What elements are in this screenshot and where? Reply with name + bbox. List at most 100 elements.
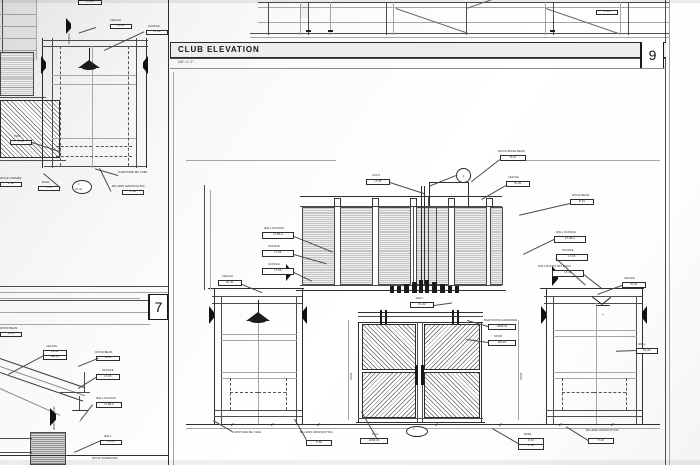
callout-wood-beam-edge: B-01 <box>0 332 22 337</box>
callout-barn-hw-label: BARN DOOR HARDWARE <box>484 319 518 322</box>
callout-barn-hw: HDW-01 <box>488 324 516 330</box>
drawing-scale: 3/8"=1'-0" <box>178 60 194 64</box>
vertical-note: SCONCE <box>68 33 71 44</box>
callout-code: DR-04 <box>498 340 506 344</box>
sconce-fixture <box>541 306 546 324</box>
pendant-shade <box>246 312 270 321</box>
callout-code: LT-08-A <box>565 237 575 241</box>
callout-wall-sconce3-label: WALL SCONCE <box>96 397 116 400</box>
callout-code: PL-01 <box>51 350 59 354</box>
paper-shadow-top <box>0 0 700 3</box>
callout-ridge-beam-label: WOOD RIDGE BEAM <box>498 150 525 153</box>
callout-wood-beam2-label: WOOD BEAM <box>95 351 113 354</box>
callout-pull: HDW-03 <box>360 438 388 444</box>
callout-wall-sconce-left: LT-08-A <box>262 232 294 239</box>
callout-code: B-01 <box>510 155 516 159</box>
callout-billiard-left-label: BILLIARD WAINSCOTING <box>300 431 333 434</box>
callout-code: P-01 <box>46 186 52 190</box>
callout-sconce-right: LT-06 <box>556 254 588 261</box>
callout-ceiling2-label: CEILING <box>46 345 58 348</box>
callout-code: P-02 <box>130 190 136 194</box>
detail-bubble-main: 1 <box>456 168 471 183</box>
pendant-stem <box>257 300 259 316</box>
callout-code: LT-06 <box>86 0 94 4</box>
callout-trim-label: TRIM <box>14 135 21 138</box>
callout-ceiling-left: PL-01 <box>218 280 242 286</box>
title-block-bar <box>170 42 666 58</box>
detail-number-left-value: 7 <box>154 299 163 315</box>
title-underline <box>170 58 666 59</box>
art-light-shade <box>596 305 610 315</box>
callout-sconce: LT-06 <box>146 30 168 35</box>
callout-wall-sconce3: LT-08-A <box>96 402 122 408</box>
callout-ridge-beam: B-01 <box>500 155 526 161</box>
callout-sconce-right-label: SCONCE <box>562 249 574 252</box>
sheet-divider-left-2 <box>0 292 168 293</box>
sheet-divider-left-3 <box>0 298 140 299</box>
callout-code: B-01 <box>8 332 14 336</box>
callout-door-label: DOOR <box>494 335 503 338</box>
floor-line <box>186 424 660 426</box>
sheet-divider-left <box>0 286 168 288</box>
detail-number-right-value: 9 <box>648 47 657 63</box>
detail-number-right: 9 <box>640 42 664 68</box>
callout-billiard-right: P-02 <box>588 438 614 444</box>
callout-light: LT-05 <box>366 179 390 185</box>
callout-billiard-right-label: BILLIARD WAINSCOTING <box>586 429 619 432</box>
callout-code: PL-01 <box>514 181 522 185</box>
door-pull <box>421 365 424 385</box>
callout-base: P-01 <box>38 186 60 191</box>
callout-code: LT-06 <box>274 251 282 255</box>
callout-code: PL-02 <box>418 302 426 306</box>
callout-wood-beam-right-label: WOOD BEAM <box>572 194 590 197</box>
detail-bubble-floor <box>406 426 428 437</box>
callout-sconce-left-label: SCONCE <box>268 245 280 248</box>
callout-code: LT-06 <box>274 269 282 273</box>
callout-code: HDW-03 <box>368 438 380 442</box>
callout-billiard-label: BILLIARD WAINSCOTING <box>112 185 145 188</box>
callout-sconce-left: LT-06 <box>262 250 294 257</box>
paper-shadow-bottom <box>0 460 700 465</box>
callout-wood-beam-edge-label: WOOD BEAM <box>0 327 18 330</box>
callout-wood-beam2: B-01 <box>96 356 120 361</box>
detail-bubble-sheet: A7.01 <box>75 188 83 191</box>
callout-billiard-left: P-02 <box>306 440 332 446</box>
detail-number-left: 7 <box>148 294 168 320</box>
clerestory-panel <box>490 207 503 285</box>
callout-code: P-01 <box>604 10 610 14</box>
callout-furniture-label: FURNITURE RE: FF&E <box>118 171 148 174</box>
detail-bubble-floor-ref: 1 <box>413 428 415 431</box>
callout-wood-corner: P-02 <box>0 182 22 187</box>
callout-code: PL-02 <box>643 348 651 352</box>
callout-code: P-02 <box>316 440 322 444</box>
clerestory-panel <box>454 207 487 285</box>
door-leaf-lower-left <box>362 372 416 418</box>
page-title: CLUB ELEVATION <box>178 45 260 54</box>
callout-sconce-label: SCONCE <box>148 25 160 28</box>
callout-wood-screening-label: WOOD SCREENING <box>92 457 118 460</box>
callout-code: LT-08-A <box>104 402 114 406</box>
callout-sconce-left2: LT-06 <box>262 268 294 275</box>
callout-code-2: BM-04 <box>44 354 66 360</box>
sheet-border-right-outer <box>669 0 670 465</box>
callout-wall-right-label: WALL <box>638 343 646 346</box>
clerestory-panel <box>340 207 373 285</box>
callout-pull-label: PULL <box>372 433 379 436</box>
callout-sconce-top: LT-06 <box>78 0 102 5</box>
sheet-border-left <box>168 0 170 465</box>
callout-code: P-02 <box>8 182 14 186</box>
callout-code: LT-06 <box>568 255 576 259</box>
detail-bubble-ref: 1 <box>462 173 465 178</box>
callout-wood-beam-right: B-01 <box>570 199 594 205</box>
callout-ceiling: PL-01 <box>110 24 132 29</box>
callout-code: PL-01 <box>226 280 234 284</box>
clerestory-panel <box>378 207 411 285</box>
callout-wall-center: PL-02 <box>410 302 434 308</box>
callout-code: PL-01 <box>630 282 638 286</box>
callout-code: B-01 <box>105 356 111 360</box>
callout-base-label: BASE <box>42 181 50 184</box>
callout-wall3: PL-01 <box>100 440 122 445</box>
callout-light-label: LIGHT <box>372 174 381 177</box>
callout-wall-sconce-right-label: WALL SCONCE <box>556 231 576 234</box>
